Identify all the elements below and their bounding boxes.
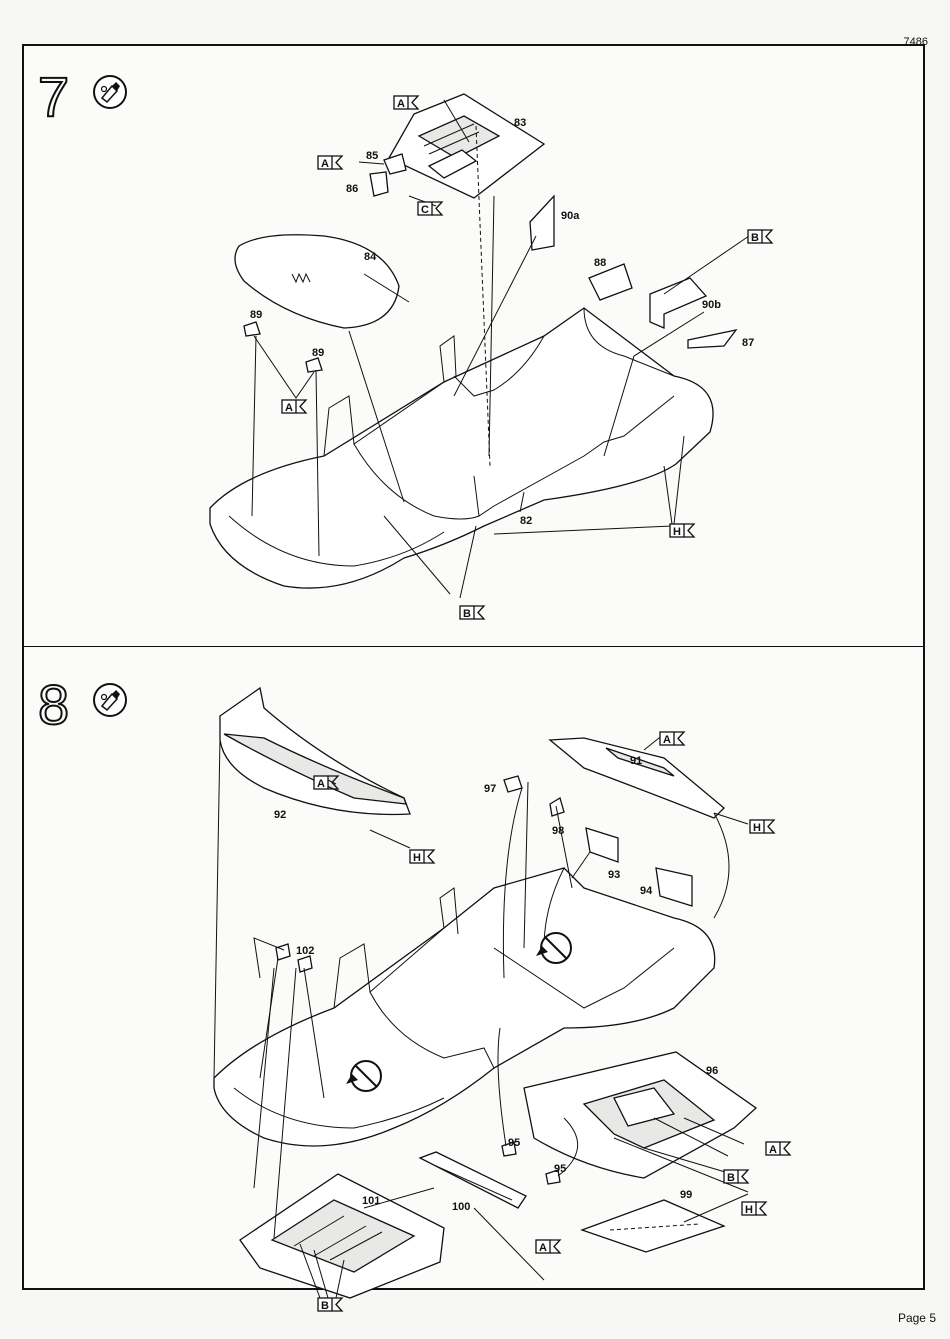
glue-tube-icon [94,684,126,716]
part-number: 82 [520,515,532,527]
part-number: 93 [608,869,620,881]
flag-marker: B [724,1170,748,1184]
part-99-window [582,1200,724,1252]
step-7-panel: 7 [24,46,923,646]
svg-text:A: A [285,402,293,414]
svg-text:H: H [745,1204,753,1216]
step-8-number: 8 [38,673,69,736]
part-number: 92 [274,809,286,821]
flag-marker: A [660,732,684,746]
svg-text:B: B [463,608,471,620]
part-92-front-nose [220,688,410,814]
part-88 [589,264,632,300]
flag-marker: C [418,202,442,216]
part-87 [688,330,736,348]
flag-marker: H [410,850,434,864]
step-8-panel: 8 [24,648,923,1288]
svg-text:B: B [751,232,759,244]
part-82-chassis [210,308,713,588]
flag-marker: H [670,524,694,538]
svg-text:A: A [317,778,325,790]
flag-marker: A [536,1240,560,1254]
svg-text:H: H [753,822,761,834]
svg-text:C: C [421,204,429,216]
flag-marker: A [282,400,306,414]
part-number: 101 [362,1195,380,1207]
svg-text:H: H [413,852,421,864]
flag-marker: A [318,156,342,170]
part-number: 86 [346,183,358,195]
svg-text:A: A [539,1242,547,1254]
part-number: 97 [484,783,496,795]
part-86-bracket [370,172,388,196]
part-number: 84 [364,251,377,263]
page-number: Page 5 [898,1311,936,1325]
part-number: 102 [296,945,314,957]
part-91-rear-cover [550,738,724,818]
part-89-bracket-a [244,322,260,336]
part-85-pedal [384,154,406,174]
part-number: 90a [561,210,580,222]
svg-text:A: A [769,1144,777,1156]
flag-marker: A [394,96,418,110]
part-number: 83 [514,117,526,129]
flag-marker: B [748,230,772,244]
flag-marker: H [742,1202,766,1216]
part-number: 96 [706,1065,718,1077]
part-number: 91 [630,755,642,767]
part-97-hinge [504,776,522,792]
part-94-panel [656,868,692,906]
part-number: 95 [508,1137,520,1149]
part-number: 90b [702,299,721,311]
part-number: 95 [554,1163,566,1175]
svg-text:A: A [321,158,329,170]
part-number: 85 [366,150,378,162]
svg-text:A: A [663,734,671,746]
part-number: 100 [452,1201,470,1213]
part-number: 89 [312,347,324,359]
part-96-engine-cover [524,1052,756,1178]
part-number: 89 [250,309,262,321]
svg-text:B: B [727,1172,735,1184]
part-90b [650,278,706,328]
flag-marker: A [766,1142,790,1156]
part-101-undertray [240,1174,444,1298]
part-number: 98 [552,825,564,837]
flag-marker: H [750,820,774,834]
step-7-number: 7 [38,65,69,128]
flag-marker: B [460,606,484,620]
part-100-rail [420,1152,526,1208]
svg-text:B: B [321,1300,329,1312]
part-number: 94 [640,885,653,897]
part-number: 99 [680,1189,692,1201]
step-divider [24,646,923,647]
instruction-frame: 7 [22,44,925,1290]
svg-text:H: H [673,526,681,538]
flag-marker: B [318,1298,342,1312]
part-90a [530,196,554,250]
part-93-panel [586,828,618,862]
part-number: 87 [742,337,754,349]
glue-tube-icon [94,76,126,108]
part-number: 88 [594,257,606,269]
part-89-bracket-b [306,358,322,372]
svg-text:A: A [397,98,405,110]
